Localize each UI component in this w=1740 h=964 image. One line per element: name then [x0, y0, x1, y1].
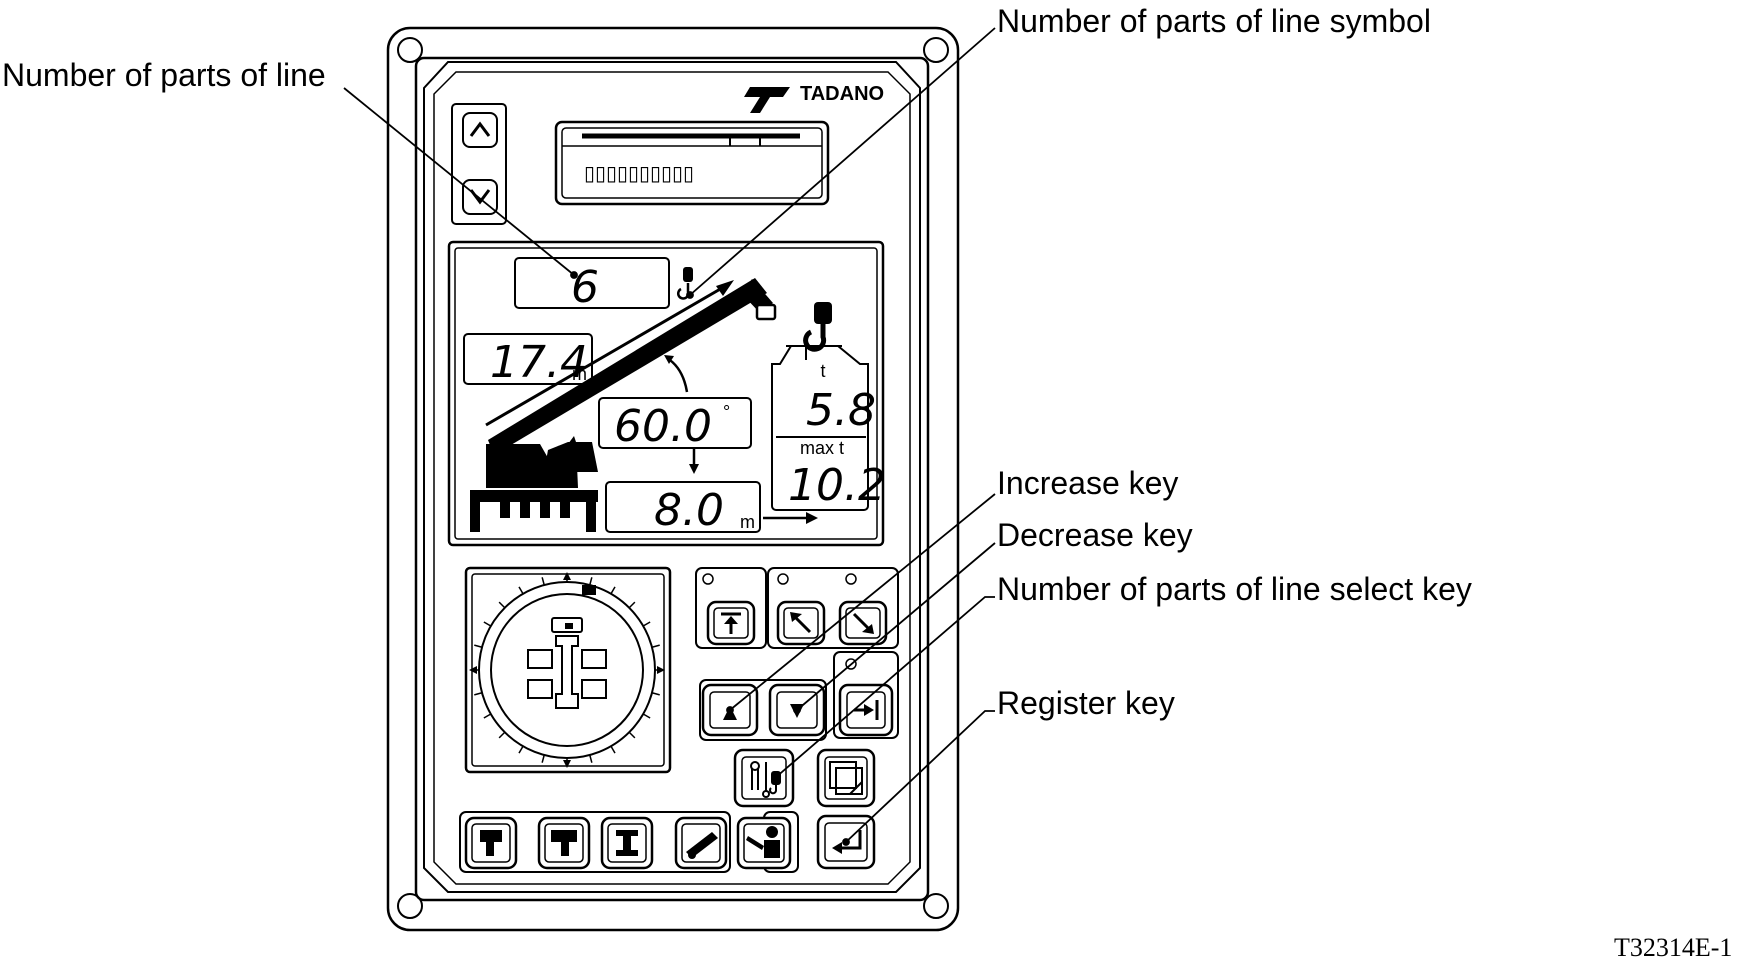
rated-load-value: 10.2	[788, 460, 886, 511]
mode-key-1[interactable]	[464, 816, 518, 870]
callout-number-of-parts-of-line: Number of parts of line	[2, 57, 326, 93]
crane-boom-graphic	[485, 278, 777, 474]
boom-raise-key[interactable]	[776, 600, 826, 646]
arrow-up-left-icon	[792, 614, 812, 634]
mounting-screw-tl	[397, 37, 423, 63]
dial-tick	[651, 692, 660, 696]
crane-carrier-graphic	[470, 436, 598, 532]
set-limit-key[interactable]	[838, 683, 894, 737]
main-lcd: 6 17.4 m	[447, 240, 886, 547]
boom-icon	[686, 832, 718, 858]
dial-tick	[541, 754, 545, 763]
message-display: ▯▯▯▯▯▯▯▯▯▯	[554, 120, 830, 206]
mounting-screw-bl	[397, 893, 423, 919]
arrow-down-right-icon	[852, 612, 872, 632]
outrigger-icon-1	[480, 830, 502, 856]
dial-tick	[642, 713, 651, 719]
outrigger-slewing-indicator	[464, 566, 672, 774]
memory-key[interactable]	[816, 748, 876, 808]
panel-frame	[386, 26, 960, 932]
boom-telescope-key[interactable]	[706, 600, 756, 646]
dial-tick	[483, 621, 492, 627]
boom-length-display	[463, 333, 593, 385]
boom-lower-key[interactable]	[838, 600, 888, 646]
working-radius-display	[605, 481, 761, 533]
callout-number-of-parts-of-line-symbol: Number of parts of line symbol	[997, 3, 1431, 39]
dial-tick	[498, 601, 506, 609]
dial-tick	[642, 621, 651, 627]
parts-of-line-value: 6	[571, 262, 599, 313]
mode-key-3[interactable]	[600, 816, 654, 870]
boom-length-value: 17.4	[490, 337, 588, 388]
rope-hook-icon	[750, 761, 781, 798]
dial-tick	[518, 586, 524, 595]
dial-tick	[518, 745, 524, 754]
dial-tick	[483, 713, 492, 719]
document-icon	[829, 761, 863, 795]
mode-key-2[interactable]	[537, 816, 591, 870]
message-display-text: ▯▯▯▯▯▯▯▯▯▯	[584, 161, 694, 185]
dial-tick	[474, 644, 483, 648]
operator-icon	[746, 826, 780, 858]
outrigger-icon-2	[551, 830, 577, 856]
dial-tick	[610, 745, 616, 754]
mode-key-4[interactable]	[674, 816, 728, 870]
dial-tick	[474, 692, 483, 696]
callout-register-key: Register key	[997, 685, 1175, 721]
load-display: t 5.8 max t 10.2	[771, 345, 886, 511]
mode-key-5[interactable]	[736, 816, 792, 870]
boom-angle-value: 60.0	[614, 401, 712, 452]
dial-marker	[563, 572, 571, 580]
parts-of-line-display	[514, 257, 670, 309]
actual-load-value: 5.8	[806, 385, 876, 436]
dial-tick	[498, 731, 506, 739]
dial-tick	[589, 577, 593, 586]
scroll-up-button[interactable]	[462, 112, 498, 148]
dial-tick	[589, 754, 593, 763]
leader-lines	[343, 27, 996, 846]
dial-tick	[628, 601, 636, 609]
carrier-top-view-icon	[527, 617, 607, 709]
dial-marker	[469, 666, 477, 674]
arrow-right-bar-icon	[864, 704, 874, 716]
dial-tick	[541, 577, 545, 586]
dial-tick	[651, 644, 660, 648]
callout-increase-key: Increase key	[997, 465, 1178, 501]
large-hook-icon	[803, 302, 832, 352]
parts-of-line-select-key[interactable]	[733, 748, 795, 808]
working-radius-value: 8.0	[654, 485, 724, 536]
enter-icon	[832, 830, 862, 854]
dial-marker	[657, 666, 665, 674]
keypad	[695, 567, 899, 741]
dial-ticks	[469, 572, 665, 768]
mounting-screw-br	[923, 893, 949, 919]
load-unit: t	[820, 361, 825, 381]
callout-decrease-key: Decrease key	[997, 517, 1193, 553]
working-radius-unit: m	[740, 512, 755, 532]
boom-angle-unit: °	[723, 402, 730, 422]
callout-parts-of-line-select-key: Number of parts of line select key	[997, 571, 1472, 607]
brand-name: TADANO	[800, 83, 884, 105]
outrigger-icon-3	[616, 830, 638, 856]
dial-tick	[628, 731, 636, 739]
max-load-label: max t	[800, 438, 844, 458]
arrow-right-icon	[806, 512, 818, 524]
tadano-logo: TADANO	[744, 83, 884, 113]
boom-angle-display	[598, 397, 752, 449]
figure-code: T32314E-1	[1614, 933, 1732, 962]
chevron-up-icon	[469, 121, 491, 137]
mounting-screw-tr	[923, 37, 949, 63]
dial-tick	[610, 586, 616, 595]
dial-marker	[563, 760, 571, 768]
arrow-up-bar-icon	[724, 616, 738, 624]
